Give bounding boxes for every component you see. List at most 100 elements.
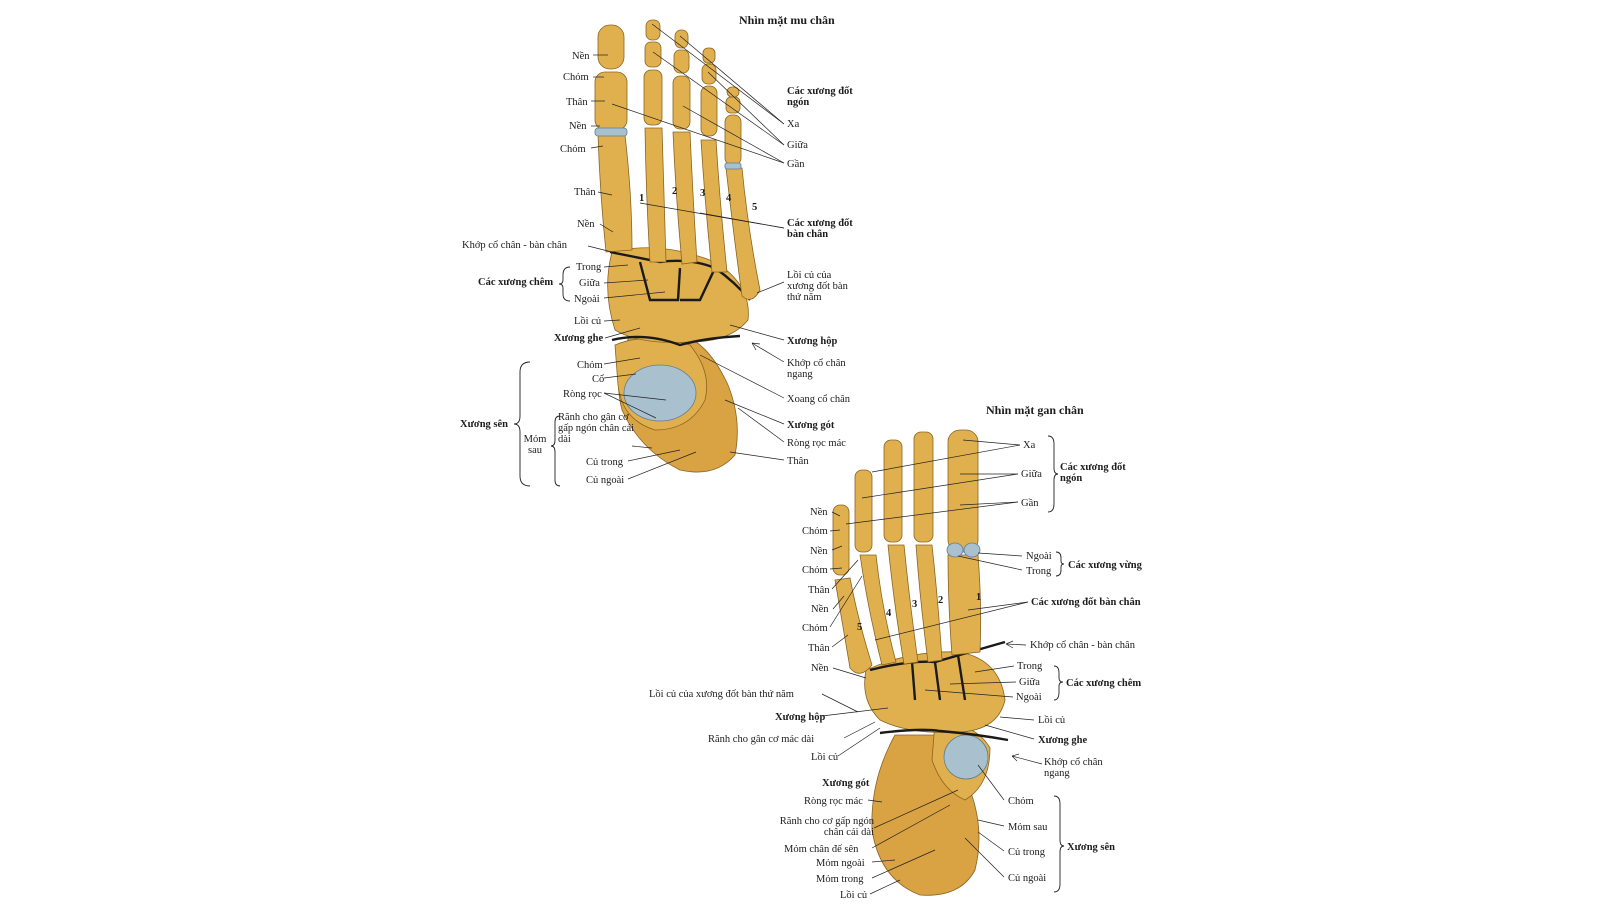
label-trong: Trong — [576, 262, 602, 273]
toe-3-distal — [674, 29, 689, 49]
label-xoang-co-chan: Xoang cổ chân — [787, 394, 851, 405]
metatarsal-2-plantar — [915, 544, 943, 663]
label-nen: Nền — [810, 546, 828, 557]
toe-3-proximal — [672, 75, 691, 130]
metatarsal-5-dorsal — [725, 167, 761, 300]
brace — [513, 361, 531, 487]
label-xuong-got: Xương gót — [787, 420, 835, 431]
label-xuong-ghe: Xương ghe — [1038, 735, 1088, 746]
mtp-1-cartilage — [594, 127, 628, 137]
label-loi-cu: Lồi củ — [840, 890, 868, 900]
arrow — [751, 342, 785, 363]
midfoot-plantar — [864, 651, 1006, 733]
toe-4-proximal — [700, 85, 718, 137]
toe-5-distal — [726, 86, 740, 98]
label-trong: Trong — [1026, 566, 1052, 577]
label-xuong-hop: Xương hộp — [787, 336, 838, 347]
label-cac-xuong-dot-ban-chan: Các xương đốt bàn chân — [787, 218, 853, 240]
label-xa: Xa — [1023, 440, 1036, 451]
label-xuong-got: Xương gót — [822, 778, 870, 789]
dorsal-foot — [594, 19, 761, 473]
label-nen: Nền — [811, 663, 829, 674]
label-xuong-ghe: Xương ghe — [554, 333, 604, 344]
label-khop-co-chan-ngang: Khớp cổ chân ngang — [787, 358, 846, 380]
metatarsal-2-dorsal — [644, 127, 667, 263]
arrow — [1005, 640, 1027, 649]
toe-5-proximal — [724, 114, 742, 166]
label-than: Thân — [574, 187, 596, 198]
label-cu-trong: Củ trong — [1008, 847, 1046, 858]
brace — [550, 415, 561, 487]
dorsal-metatarsal-numbers: 1 2 3 4 5 — [639, 186, 757, 213]
label-mom-sau: Mỏm sau — [1008, 822, 1048, 833]
toe-1-distal — [597, 24, 625, 70]
label-loi-cu-5: Lồi củ của xương đốt bàn thứ năm — [787, 270, 848, 303]
toe-5-plantar — [832, 504, 850, 576]
label-ngoai: Ngoài — [1016, 692, 1042, 703]
label-rong-roc: Ròng rọc — [563, 389, 602, 400]
label-rong-roc-mac: Ròng rọc mác — [787, 438, 846, 449]
metatarsal-number: 2 — [938, 595, 943, 606]
label-giua: Giữa — [787, 140, 808, 151]
sesamoid-lateral — [963, 542, 981, 558]
metatarsal-3-dorsal — [672, 131, 698, 265]
label-giua: Giữa — [1021, 469, 1042, 480]
metatarsal-number: 1 — [639, 193, 644, 204]
label-mom-ngoai: Mỏm ngoài — [816, 858, 865, 869]
metatarsal-4-dorsal — [700, 139, 728, 273]
arrow — [1011, 753, 1043, 765]
toe-3-plantar — [883, 439, 903, 543]
toe-2-proximal — [643, 69, 663, 126]
label-ranh-gan-mac: Rãnh cho gân cơ mác dài — [708, 734, 814, 745]
label-khop-co-chan-ban-chan: Khớp cổ chân - bàn chân — [462, 240, 568, 251]
label-than: Thân — [808, 643, 830, 654]
plantar-left-labels: Nền Chỏm Nền Chỏm Thân Nền Chỏm Thân Nền… — [649, 507, 959, 901]
label-cu-ngoai: Củ ngoài — [1008, 873, 1046, 884]
toe-4-plantar — [854, 469, 873, 553]
toe-4-middle — [701, 63, 717, 85]
label-nen: Nền — [569, 121, 587, 132]
label-cac-xuong-chem: Các xương chêm — [1066, 678, 1141, 689]
label-khop-co-chan-ngang: Khớp cổ chân ngang — [1044, 757, 1103, 779]
plantar-metatarsal-numbers: 5 4 3 2 1 — [857, 592, 981, 633]
transverse-tarsal-joint-line-plantar — [879, 728, 1009, 742]
label-cac-xuong-dot-ngon: Các xương đốt ngón — [787, 86, 853, 108]
label-than: Thân — [787, 456, 809, 467]
label-chom: Chỏm — [802, 565, 828, 576]
toe-2-middle — [644, 41, 662, 68]
metatarsal-1-plantar — [947, 554, 982, 656]
label-xa: Xa — [787, 119, 800, 130]
toe-2-distal — [645, 19, 661, 41]
talus-head-cartilage — [943, 734, 989, 780]
label-xuong-sen: Xương sên — [1067, 842, 1115, 853]
transverse-tarsal-joint-line — [611, 334, 741, 347]
label-than: Thân — [566, 97, 588, 108]
cuneiform-joint-lines-plantar — [910, 654, 967, 701]
metatarsal-number: 3 — [912, 599, 917, 610]
label-co: Cổ — [592, 374, 604, 385]
label-chom: Chỏm — [563, 72, 589, 83]
label-xuong-hop: Xương hộp — [775, 712, 826, 723]
cuneiform-joint-lines — [638, 261, 717, 302]
toe-1-plantar — [947, 429, 979, 553]
metatarsal-4-plantar — [859, 554, 897, 666]
label-ranh-gan-gap: Rãnh cho cơ gấp ngón chân cái dài — [780, 816, 874, 838]
label-cu-ngoai: Củ ngoài — [586, 475, 624, 486]
label-cac-xuong-dot-ngon: Các xương đốt ngón — [1060, 462, 1126, 484]
metatarsal-number: 5 — [752, 202, 757, 213]
brace — [1053, 795, 1065, 893]
plantar-foot — [832, 429, 1009, 896]
metatarsal-number: 4 — [886, 608, 892, 619]
label-loi-cu: Lồi củ — [811, 752, 839, 763]
label-chom: Chỏm — [802, 623, 828, 634]
label-mom-chan-de-sen: Mỏm chân đế sên — [784, 844, 859, 855]
label-ngoai: Ngoài — [1026, 551, 1052, 562]
metatarsal-number: 5 — [857, 622, 862, 633]
label-gan: Gần — [787, 159, 805, 170]
plantar-title: Nhìn mặt gan chân — [986, 403, 1084, 417]
label-gan: Gần — [1021, 498, 1039, 509]
label-ranh-gan: Rãnh cho gân cơ gấp ngón chân cái dài — [558, 412, 634, 445]
label-chom: Chỏm — [802, 526, 828, 537]
